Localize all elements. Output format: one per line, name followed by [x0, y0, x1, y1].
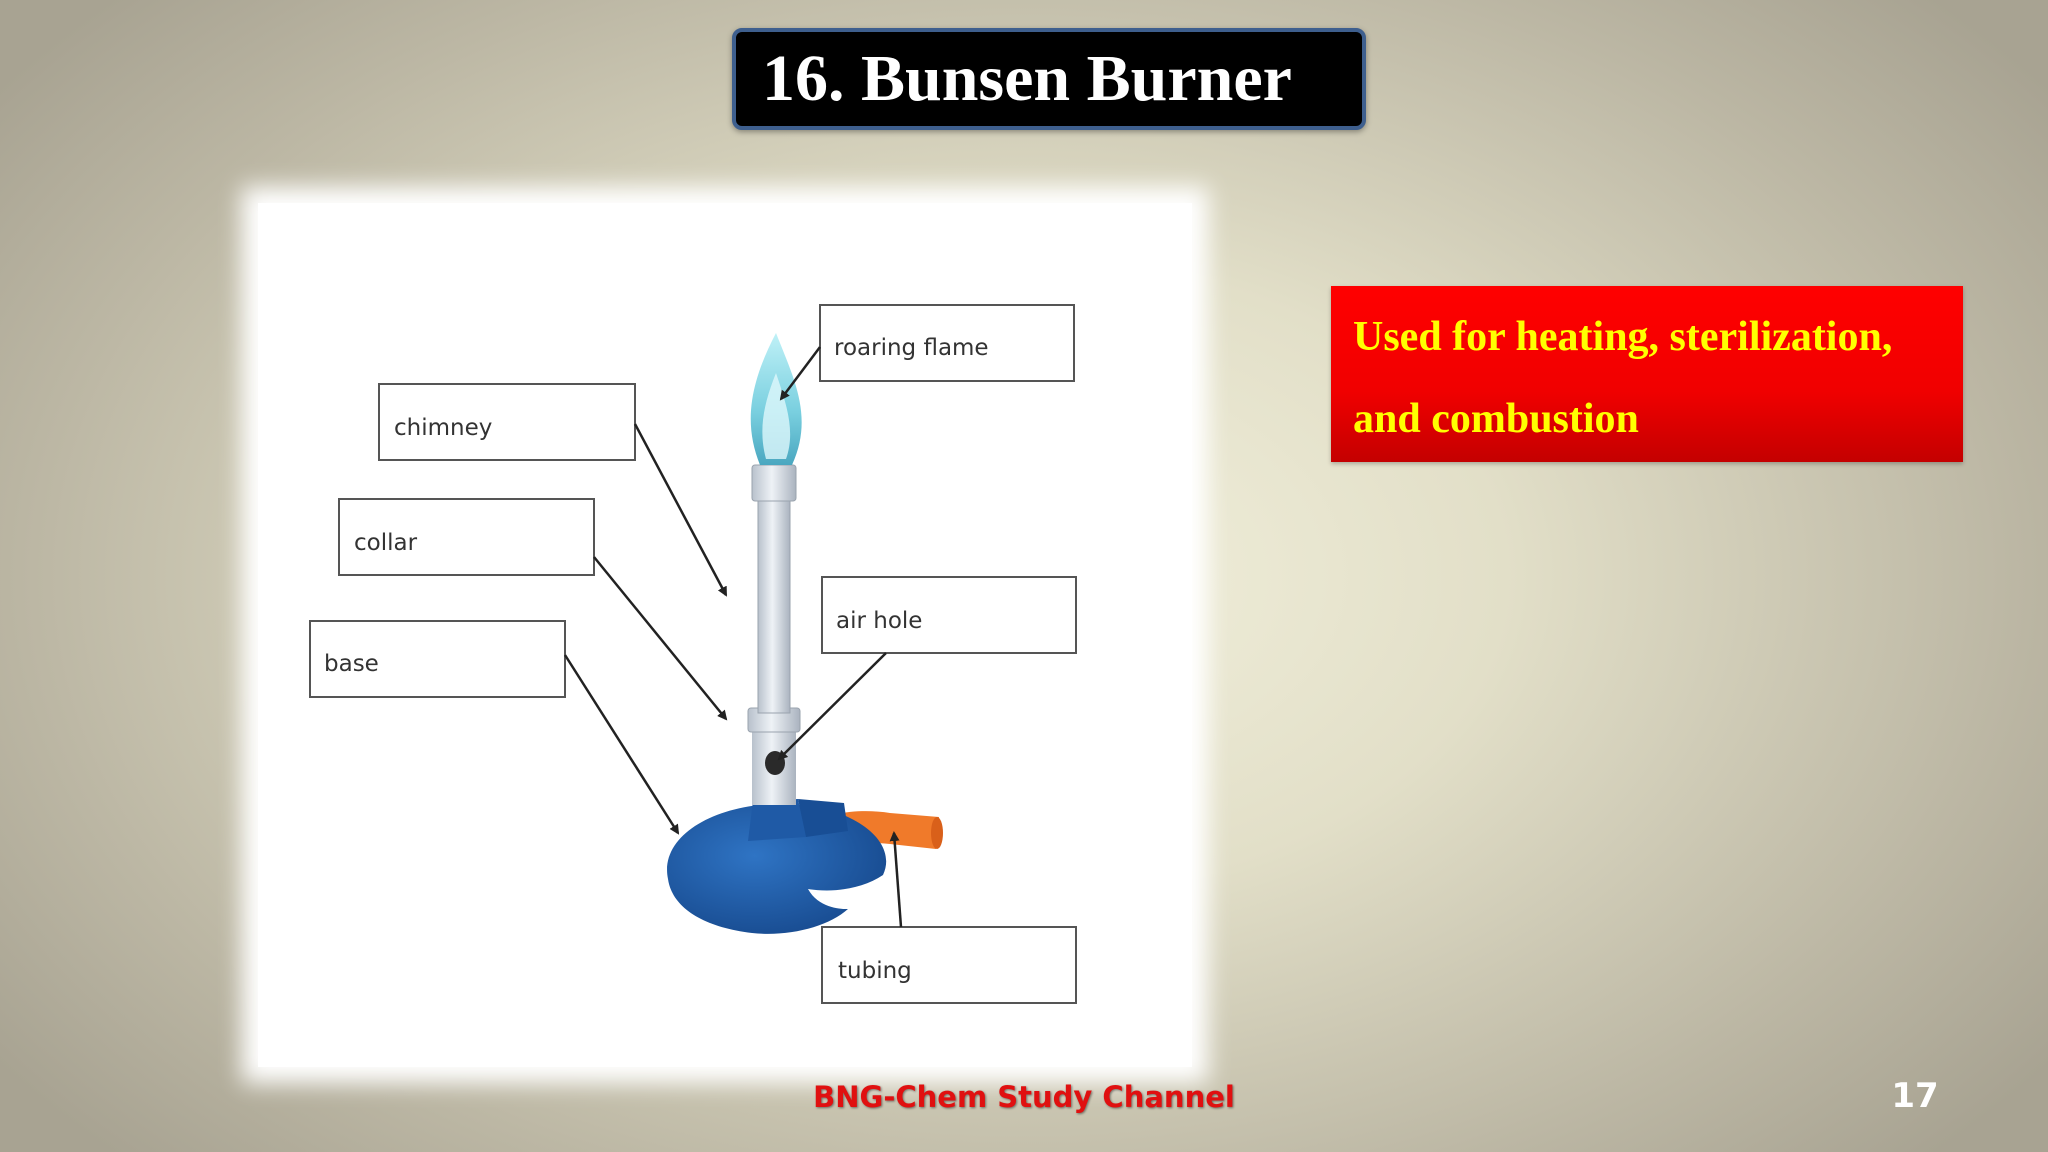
arrow-roaring-flame	[779, 346, 821, 401]
burner-base	[667, 799, 887, 934]
label-collar: collar	[338, 498, 595, 576]
label-roaring-flame-text: roaring flame	[834, 335, 989, 361]
bunsen-burner-diagram: roaring flame chimney collar air hole ba…	[258, 203, 1192, 1067]
pointer-arrows	[563, 346, 903, 928]
label-collar-text: collar	[354, 530, 418, 556]
label-air-hole-text: air hole	[836, 608, 922, 634]
label-air-hole: air hole	[821, 576, 1077, 654]
label-roaring-flame: roaring flame	[819, 304, 1075, 382]
burner-tube	[747, 464, 801, 805]
flame	[750, 333, 802, 465]
label-tubing: tubing	[821, 926, 1077, 1004]
label-chimney: chimney	[378, 383, 636, 461]
arrow-chimney	[633, 423, 728, 597]
label-chimney-text: chimney	[394, 415, 492, 441]
slide-title-box: 16. Bunsen Burner	[732, 28, 1366, 130]
arrow-tubing	[889, 831, 903, 928]
usage-text: Used for heating, sterilization, and com…	[1353, 314, 1893, 442]
diagram-svg: roaring flame chimney collar air hole ba…	[309, 304, 1077, 1004]
arrow-base	[563, 654, 680, 835]
label-tubing-text: tubing	[838, 958, 912, 984]
slide-title: 16. Bunsen Burner	[762, 42, 1292, 115]
arrow-collar	[593, 556, 728, 721]
slide-page-number: 17	[1891, 1076, 1939, 1116]
label-base: base	[309, 620, 566, 698]
channel-footer: BNG-Chem Study Channel	[813, 1080, 1235, 1114]
label-base-text: base	[324, 651, 379, 677]
usage-callout-box: Used for heating, sterilization, and com…	[1331, 286, 1963, 462]
arrow-air-hole	[777, 652, 887, 761]
